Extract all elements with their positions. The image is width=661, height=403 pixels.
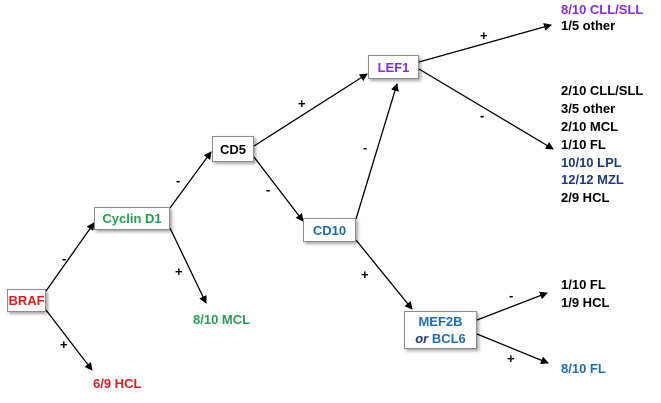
outcome-lef1-neg-3: 2/10 MCL bbox=[561, 119, 619, 134]
sign-cd5-lef1: + bbox=[298, 96, 306, 111]
outcome-lef1-pos-2: 1/5 other bbox=[561, 18, 616, 33]
sign-braf-hcl: + bbox=[60, 337, 68, 352]
outcome-lef1-neg-1: 2/10 CLL/SLL bbox=[561, 83, 644, 98]
node-braf-label: BRAF bbox=[8, 293, 45, 308]
outcome-mcl: 8/10 MCL bbox=[193, 312, 251, 327]
arrow-cd5-to-lef1 bbox=[253, 73, 368, 147]
outcome-lef1-pos-1: 8/10 CLL/SLL bbox=[561, 2, 644, 17]
outcome-mef2b-neg-1: 1/10 FL bbox=[561, 277, 606, 292]
node-mef2b-bcl6: MEF2B or BCL6 bbox=[404, 311, 477, 349]
node-cyclin-d1-label: Cyclin D1 bbox=[102, 211, 162, 226]
node-lef1-label: LEF1 bbox=[377, 59, 410, 75]
sign-cd10-mef2b: + bbox=[361, 267, 369, 282]
arrow-braf-to-cyclin bbox=[45, 222, 95, 292]
node-cd5: CD5 bbox=[212, 136, 254, 162]
node-lef1: LEF1 bbox=[368, 55, 419, 79]
node-cd5-label: CD5 bbox=[219, 141, 246, 157]
arrow-cd5-to-cd10 bbox=[253, 156, 304, 222]
sign-cyclin-cd5: - bbox=[176, 173, 181, 188]
outcome-lef1-neg-7: 2/9 HCL bbox=[561, 190, 610, 205]
outcome-lef1-neg-2: 3/5 other bbox=[561, 101, 616, 116]
node-mef2b-label: MEF2B bbox=[418, 314, 463, 329]
node-or-word: or bbox=[415, 331, 429, 346]
outcome-mef2b-neg-2: 1/9 HCL bbox=[561, 295, 610, 310]
arrow-lef1-to-mixed bbox=[418, 68, 554, 150]
sign-braf-cyclin: - bbox=[62, 251, 67, 266]
node-bcl6-line: or BCL6 bbox=[415, 330, 466, 347]
arrow-mef2b-to-fl-hcl bbox=[476, 291, 548, 321]
node-cd10: CD10 bbox=[303, 218, 356, 242]
arrow-cd10-to-lef1 bbox=[355, 83, 399, 220]
sign-mef2b-fl: + bbox=[507, 351, 515, 366]
sign-lef1-cll: + bbox=[480, 28, 488, 43]
arrow-lef1-to-cll bbox=[418, 23, 552, 63]
sign-lef1-mixed: - bbox=[480, 108, 485, 123]
outcome-lef1-neg-4: 1/10 FL bbox=[561, 137, 606, 152]
outcome-lef1-neg-6: 12/12 MZL bbox=[561, 172, 624, 187]
sign-cd10-lef1: - bbox=[363, 140, 368, 155]
node-cyclin-d1: Cyclin D1 bbox=[94, 207, 170, 230]
sign-mef2b-fl-hcl: - bbox=[509, 288, 514, 303]
arrow-cyclin-to-cd5 bbox=[169, 151, 212, 209]
outcome-lef1-neg-5: 10/10 LPL bbox=[561, 155, 622, 170]
node-braf: BRAF bbox=[7, 289, 46, 312]
outcome-mef2b-pos: 8/10 FL bbox=[561, 361, 606, 376]
arrow-braf-to-hcl bbox=[45, 309, 93, 371]
node-bcl6-label: BCL6 bbox=[431, 331, 466, 346]
sign-cd5-cd10: - bbox=[266, 182, 271, 197]
arrow-cyclin-to-mcl bbox=[169, 227, 207, 304]
sign-cyclin-mcl: + bbox=[175, 264, 183, 279]
arrow-cd10-to-mef2b bbox=[355, 239, 413, 310]
outcome-hcl: 6/9 HCL bbox=[93, 376, 142, 391]
node-cd10-label: CD10 bbox=[312, 222, 347, 238]
arrow-mef2b-to-fl bbox=[476, 333, 549, 365]
